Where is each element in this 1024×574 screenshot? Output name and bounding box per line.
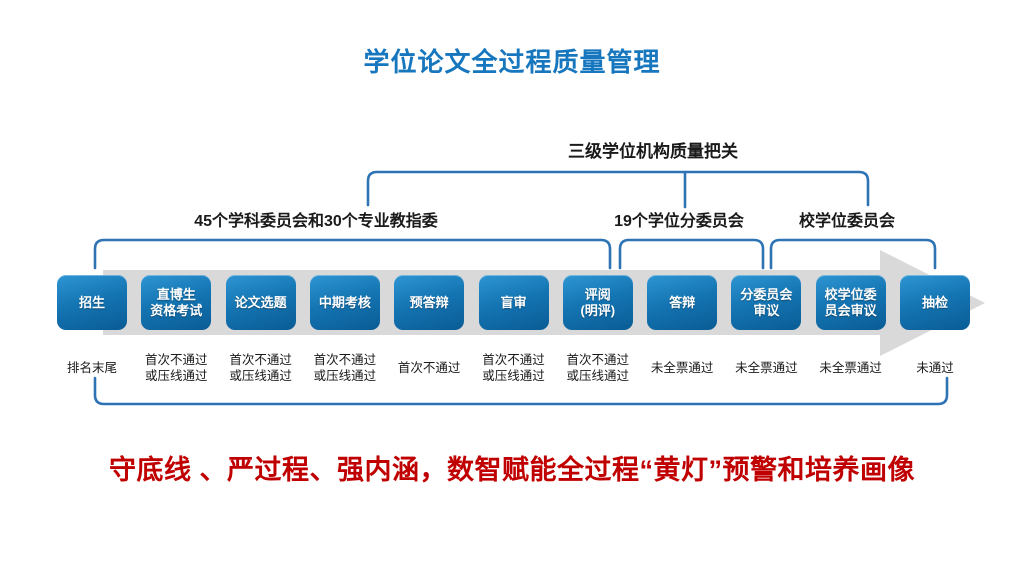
bottom-span-bracket xyxy=(93,376,949,406)
stage-note: 首次不通过 xyxy=(397,360,461,375)
stage-box: 预答辩 xyxy=(394,275,465,330)
stage-box: 抽检 xyxy=(900,275,970,330)
stage-box: 盲审 xyxy=(478,275,549,330)
subject-committees-bracket xyxy=(93,238,612,270)
group-label-university-committee: 校学位委员会 xyxy=(798,213,895,230)
stage-note: 排名末尾 xyxy=(66,360,117,375)
stage-box: 校学位委 员会审议 xyxy=(815,275,886,330)
stage-box: 论文选题 xyxy=(225,275,296,330)
stage-note: 首次不通过 或压线通过 xyxy=(566,352,630,383)
page-title: 学位论文全过程质量管理 xyxy=(363,47,661,77)
degree-subcommittees-bracket xyxy=(618,238,765,270)
stage-note: 首次不通过 或压线通过 xyxy=(482,352,545,383)
stage-box: 中期考核 xyxy=(309,275,380,330)
stage-box: 招生 xyxy=(57,275,127,330)
stage-note: 未全票通过 xyxy=(735,360,798,375)
stage-note: 未全票通过 xyxy=(650,360,714,375)
stage-box: 直博生 资格考试 xyxy=(141,275,212,330)
stage-box: 评阅 (明评) xyxy=(562,275,633,330)
top-bracket xyxy=(366,170,870,207)
stage-note: 未全票通过 xyxy=(819,360,882,375)
university-committee-bracket xyxy=(769,238,937,270)
tier-oversight-label: 三级学位机构质量把关 xyxy=(568,142,738,161)
group-label-degree-subcommittees: 19个学位分委员会 xyxy=(614,213,744,230)
stage-note: 未通过 xyxy=(916,360,954,375)
stage-box: 分委员会 审议 xyxy=(731,275,802,330)
stage-box: 答辩 xyxy=(647,275,718,330)
stage-note: 首次不通过 或压线通过 xyxy=(313,352,377,383)
stage-note: 首次不通过 或压线通过 xyxy=(229,352,292,383)
group-label-subject-committees: 45个学科委员会和30个专业教指委 xyxy=(194,213,438,230)
footer-slogan: 守底线 、严过程、强内涵，数智赋能全过程“黄灯”预警和培养画像 xyxy=(108,455,915,485)
stage-note: 首次不通过 或压线通过 xyxy=(145,352,208,383)
